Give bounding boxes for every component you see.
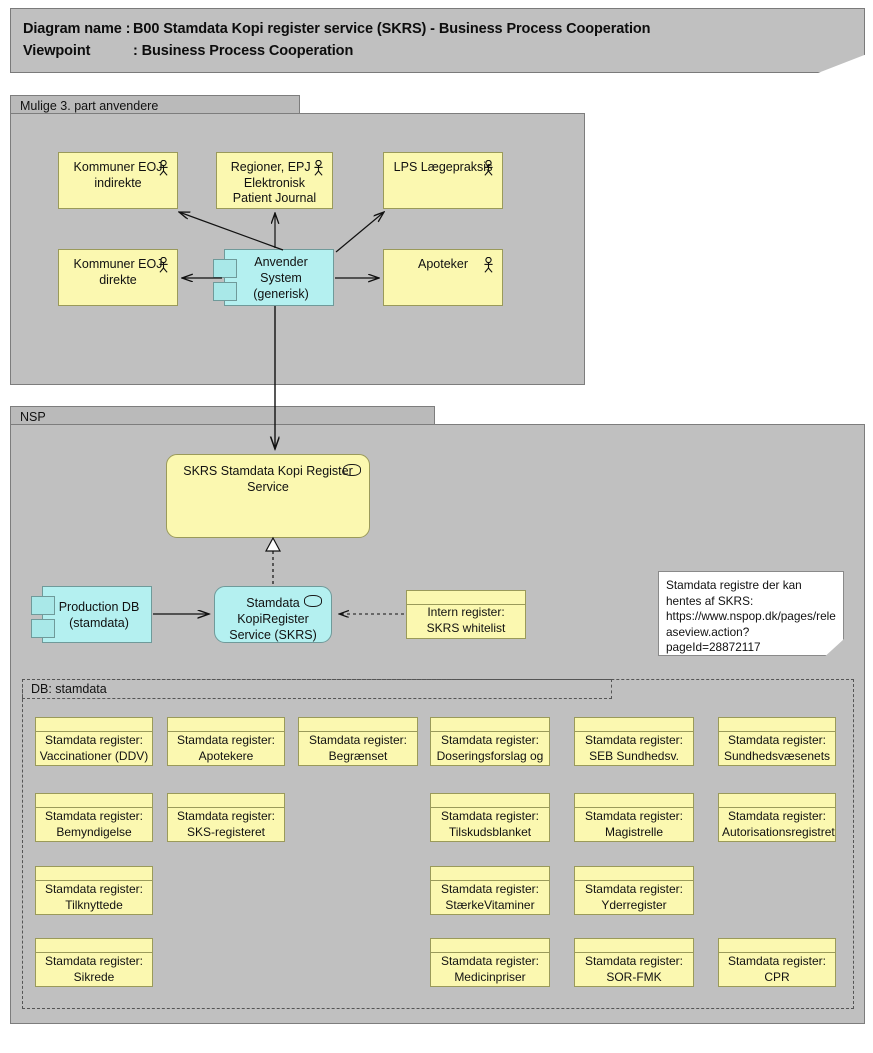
register-strip <box>168 718 284 732</box>
register-label: Stamdata register: SOR-FMK <box>584 954 684 984</box>
group-db-stamdata: DB: stamdata <box>22 679 854 1009</box>
node-stamdata-kopiregister-service[interactable]: Stamdata KopiRegister Service (SKRS) <box>214 586 332 643</box>
actor-icon <box>159 257 168 273</box>
viewpoint-line: Viewpoint : Business Process Cooperation <box>23 43 353 59</box>
note-text: Stamdata registre der kan hentes af SKRS… <box>666 578 836 654</box>
node-label: Kommuner EOJ direkte <box>73 257 163 287</box>
node-anvender-system[interactable]: Anvender System (generisk) <box>213 249 334 306</box>
node-intern-register-skrs-whitelist[interactable]: Intern register: SKRS whitelist <box>406 590 526 639</box>
diagram-name-value: B00 Stamdata Kopi register service (SKRS… <box>133 21 651 37</box>
group-tab-nsp: NSP <box>10 406 435 425</box>
register-box[interactable]: Stamdata register: CPR <box>718 938 836 987</box>
node-lps-laegepraksis[interactable]: LPS Lægepraksis <box>383 152 503 209</box>
register-strip <box>719 794 835 808</box>
register-box[interactable]: Stamdata register: Medicinpriser (takste… <box>430 938 550 987</box>
register-label: Stamdata register: StærkeVitaminer <box>440 882 540 912</box>
register-box[interactable]: Stamdata register: Sundhedsvæsenets Org … <box>718 717 836 766</box>
register-strip <box>299 718 417 732</box>
register-label: Stamdata register: SEB Sundhedsv. Elek. … <box>583 733 684 765</box>
actor-icon <box>484 257 493 273</box>
register-strip <box>407 591 525 605</box>
group-tab-third-party: Mulige 3. part anvendere <box>10 95 300 114</box>
register-label: Stamdata register: Autorisationsregistre… <box>722 809 835 839</box>
register-label: Stamdata register: SKS-registeret <box>176 809 276 839</box>
register-strip <box>431 718 549 732</box>
register-strip <box>575 939 693 953</box>
node-label: Intern register: SKRS whitelist <box>426 605 506 635</box>
register-strip <box>575 794 693 808</box>
register-box[interactable]: Stamdata register: Vaccinationer (DDV) <box>35 717 153 766</box>
node-label: Production DB (stamdata) <box>58 599 140 630</box>
viewpoint-value: : Business Process Cooperation <box>133 43 354 59</box>
register-label: Stamdata register: Medicinpriser (takste… <box>440 954 540 986</box>
register-label: Stamdata register: Yderregister <box>584 882 684 912</box>
node-kommuner-eoj-direkte[interactable]: Kommuner EOJ direkte <box>58 249 178 306</box>
node-label: LPS Lægepraksis <box>393 160 493 174</box>
node-skrs-stamdata-kopi-register-service[interactable]: SKRS Stamdata Kopi Register Service <box>166 454 370 538</box>
register-label: Stamdata register: Vaccinationer (DDV) <box>39 733 149 763</box>
group-tab-db-stamdata: DB: stamdata <box>22 679 612 699</box>
register-strip <box>719 718 835 732</box>
register-box[interactable]: Stamdata register: Doseringsforslag og -… <box>430 717 550 766</box>
actor-icon <box>159 160 168 176</box>
register-box[interactable]: Stamdata register: Yderregister <box>574 866 694 915</box>
register-label: Stamdata register: Tilskudsblanket <box>440 809 540 839</box>
register-label: Stamdata register: Apotekere <box>176 733 276 763</box>
register-box[interactable]: Stamdata register: SEB Sundhedsv. Elek. … <box>574 717 694 766</box>
register-strip <box>431 939 549 953</box>
node-label: Anvender System (generisk) <box>253 254 309 301</box>
diagram-name-line: Diagram name :B00 Stamdata Kopi register… <box>23 21 650 37</box>
register-label: Stamdata register: CPR <box>727 954 827 984</box>
component-tab-upper-icon <box>213 259 237 278</box>
register-label: Stamdata register: Tilknyttede behandlin… <box>44 882 144 914</box>
register-strip <box>36 718 152 732</box>
diagram-name-key: Diagram name : <box>23 21 131 37</box>
register-box[interactable]: Stamdata register: Apotekere <box>167 717 285 766</box>
register-box[interactable]: Stamdata register: Tilskudsblanket <box>430 793 550 842</box>
node-label: Regioner, EPJ - Elektronisk Patient Jour… <box>230 160 319 205</box>
service-oval-icon <box>304 595 322 607</box>
register-label: Stamdata register: Begrænset Ordinations… <box>308 733 408 765</box>
note-skrs-registre-link: Stamdata registre der kan hentes af SKRS… <box>658 571 844 656</box>
node-kommuner-eoj-indirekte[interactable]: Kommuner EOJ indirekte <box>58 152 178 209</box>
node-label: Kommuner EOJ indirekte <box>73 160 163 190</box>
node-label: SKRS Stamdata Kopi Register Service <box>183 464 353 494</box>
component-tab-upper-icon <box>31 596 55 615</box>
register-strip <box>719 939 835 953</box>
register-box[interactable]: Stamdata register: Tilknyttede behandlin… <box>35 866 153 915</box>
register-box[interactable]: Stamdata register: Begrænset Ordinations… <box>298 717 418 766</box>
register-strip <box>168 794 284 808</box>
node-label: Stamdata KopiRegister Service (SKRS) <box>229 596 317 642</box>
register-label: Stamdata register: Magistrelle Lægemidle… <box>584 809 684 841</box>
register-box[interactable]: Stamdata register: Magistrelle Lægemidle… <box>574 793 694 842</box>
diagram-title-banner: Diagram name :B00 Stamdata Kopi register… <box>10 8 865 73</box>
node-regioner-epj[interactable]: Regioner, EPJ - Elektronisk Patient Jour… <box>216 152 333 209</box>
component-tab-lower-icon <box>213 282 237 301</box>
node-apoteker[interactable]: Apoteker <box>383 249 503 306</box>
component-tab-lower-icon <box>31 619 55 638</box>
register-box[interactable]: Stamdata register: Bemyndigelse (BEM) <box>35 793 153 842</box>
register-strip <box>575 718 693 732</box>
node-production-db[interactable]: Production DB (stamdata) <box>31 586 152 643</box>
register-label: Stamdata register: Sikrede (Sygesikrings… <box>39 954 151 986</box>
register-box[interactable]: Stamdata register: Autorisationsregistre… <box>718 793 836 842</box>
register-box[interactable]: Stamdata register: SKS-registeret <box>167 793 285 842</box>
node-label: Apoteker <box>417 257 469 271</box>
actor-icon <box>484 160 493 176</box>
service-oval-icon <box>343 464 361 476</box>
viewpoint-key: Viewpoint <box>23 43 91 59</box>
register-strip <box>575 867 693 881</box>
register-label: Stamdata register: Doseringsforslag og -… <box>436 733 544 765</box>
register-box[interactable]: Stamdata register: SOR-FMK <box>574 938 694 987</box>
register-label: Stamdata register: Sundhedsvæsenets Org … <box>723 733 831 765</box>
register-strip <box>431 867 549 881</box>
register-strip <box>36 939 152 953</box>
actor-icon <box>314 160 323 176</box>
register-strip <box>36 867 152 881</box>
register-label: Stamdata register: Bemyndigelse (BEM) <box>44 809 144 841</box>
register-strip <box>431 794 549 808</box>
register-box[interactable]: Stamdata register: StærkeVitaminer <box>430 866 550 915</box>
register-strip <box>36 794 152 808</box>
register-box[interactable]: Stamdata register: Sikrede (Sygesikrings… <box>35 938 153 987</box>
